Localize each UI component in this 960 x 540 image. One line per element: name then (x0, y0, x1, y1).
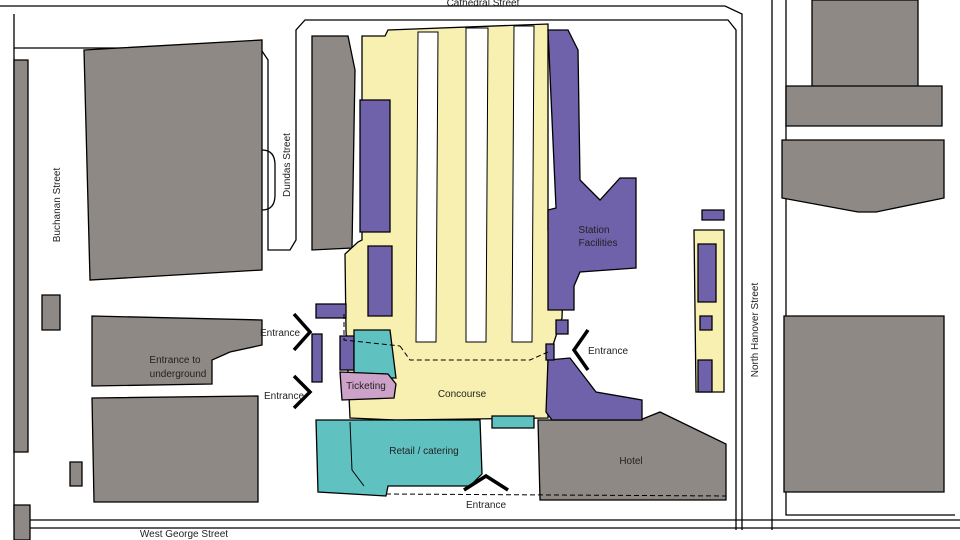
facilities-southeast (545, 357, 643, 421)
building-east-top (811, 0, 919, 93)
entrance-marker-west-lower (292, 374, 313, 410)
label-entrance-south: Entrance (466, 500, 506, 511)
building-hotel (537, 411, 727, 501)
building-west-large (83, 39, 263, 281)
building-tiny-south (69, 461, 83, 487)
entrance-labels: Entrance Entrance Entrance Entrance (260, 328, 628, 511)
building-east-lower (783, 315, 945, 493)
label-entrance-west-upper: Entrance (260, 328, 300, 339)
facilities-west-door (315, 303, 347, 319)
track-gap-2 (465, 27, 489, 343)
hanover-strip (693, 209, 725, 393)
label-west-george-street: West George Street (140, 529, 228, 540)
label-underground-2: underground (150, 369, 207, 380)
building-east-upper (785, 85, 943, 127)
building-underground (91, 315, 263, 387)
station-footprint (311, 23, 727, 497)
entrance-marker-east (571, 328, 590, 372)
facilities-small-a (555, 319, 569, 335)
street-labels: Cathedral Street Buchanan Street Dundas … (52, 0, 761, 540)
building-west-small (41, 294, 61, 331)
entrance-marker-west-upper (292, 312, 313, 352)
retail-main (315, 419, 483, 497)
building-southwest (91, 395, 259, 503)
label-underground-1: Entrance to (149, 355, 201, 366)
area-labels: Station Facilities Concourse Ticketing R… (149, 225, 642, 467)
facilities-west-strip (311, 333, 323, 383)
label-cathedral-street: Cathedral Street (447, 0, 520, 9)
entrance-marker-south (463, 473, 509, 492)
label-entrance-east: Entrance (588, 346, 628, 357)
label-station-facilities-2: Facilities (579, 238, 618, 249)
label-retail: Retail / catering (389, 446, 458, 457)
label-dundas-street: Dundas Street (282, 133, 293, 197)
track-gap-1 (415, 31, 439, 343)
label-buchanan-street: Buchanan Street (52, 168, 63, 243)
track-gap-3 (511, 25, 535, 343)
facilities-small-b (545, 343, 555, 361)
label-station-facilities-1: Station (578, 225, 609, 236)
facilities-west-middle (367, 245, 393, 317)
building-east-middle (781, 139, 945, 213)
building-tiny-corner (13, 504, 31, 540)
retail-ticket-area (353, 329, 397, 379)
entrance-markers (292, 312, 590, 492)
facilities-east (547, 29, 637, 311)
label-ticketing: Ticketing (346, 381, 386, 392)
label-north-hanover-street: North Hanover Street (750, 283, 761, 378)
label-entrance-west-lower: Entrance (264, 391, 304, 402)
retail-small (491, 415, 535, 429)
building-west-edge (13, 59, 29, 453)
label-concourse: Concourse (438, 389, 487, 400)
neighbouring-buildings (13, 0, 945, 540)
building-dundas-north (311, 35, 356, 251)
facilities-west-upper (359, 99, 391, 233)
label-hotel: Hotel (619, 456, 642, 467)
ticketing-office (339, 371, 397, 401)
